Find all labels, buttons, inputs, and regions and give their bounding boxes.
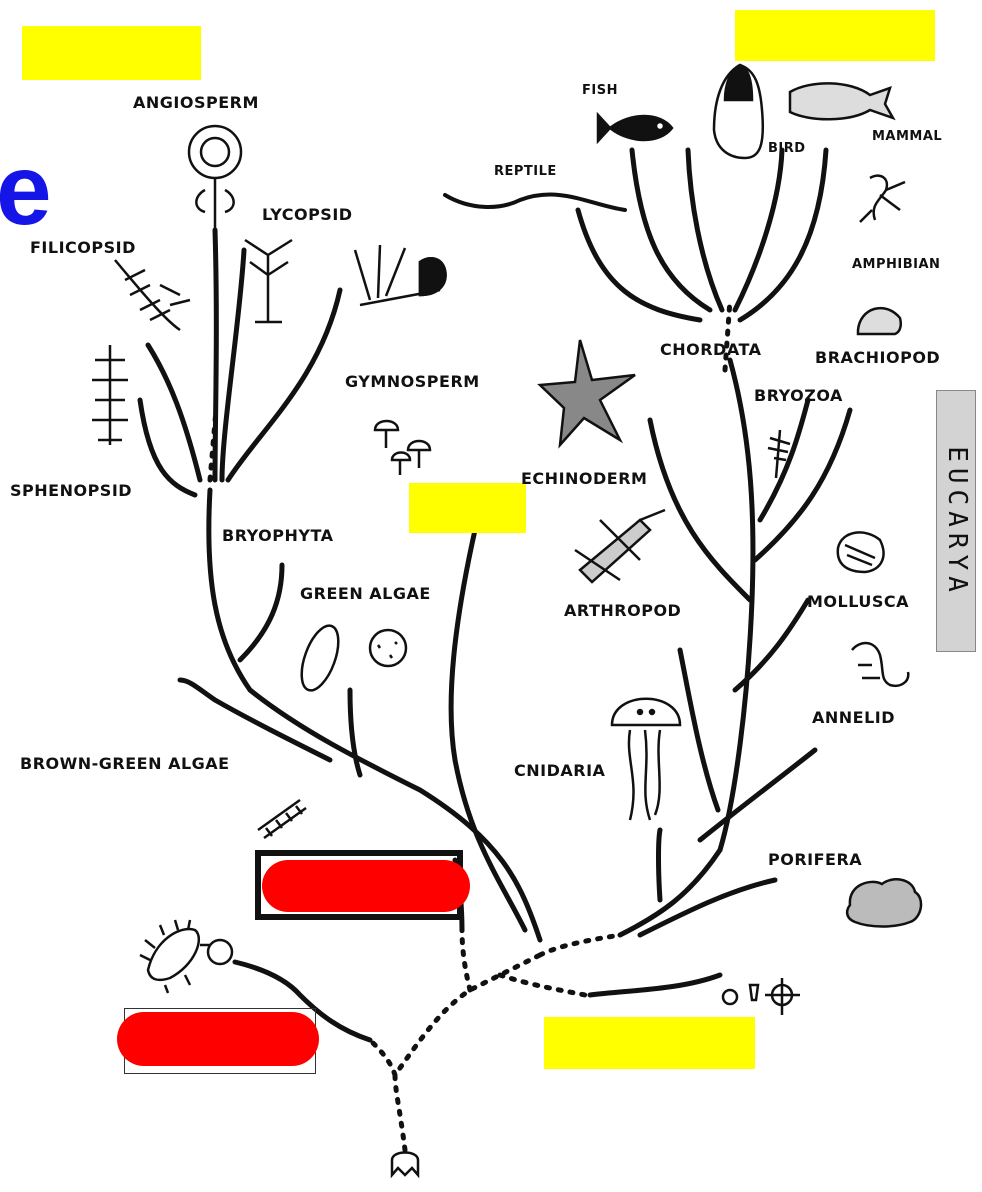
fish-icon (598, 115, 672, 141)
whale-icon (790, 83, 893, 119)
label-bird: BIRD (768, 142, 806, 155)
label-fish: FISH (582, 84, 618, 97)
mammal-branch (735, 150, 782, 310)
bird-branch (688, 150, 722, 310)
label-gymnosperm: GYMNOSPERM (345, 374, 480, 390)
label-cnidaria: CNIDARIA (514, 763, 605, 779)
label-annelid: ANNELID (812, 710, 895, 726)
root-dotted-right (540, 935, 620, 955)
red-redaction-upper (262, 860, 470, 912)
fern-icon (115, 260, 190, 330)
label-arthropod: ARTHROPOD (564, 603, 681, 619)
eucarya-domain-label: EUCARYA (936, 390, 976, 652)
yellow-highlight-top-left (22, 26, 201, 80)
label-chordata: CHORDATA (660, 342, 762, 358)
label-filicopsid: FILICOPSID (30, 240, 136, 256)
horsetail-icon (92, 345, 128, 445)
protist-icons (723, 978, 800, 1015)
green-algae-branch (350, 690, 360, 775)
lower-animal-branch (590, 975, 720, 995)
root-dotted-middle (462, 930, 470, 990)
root-ancestor-icon (392, 1153, 418, 1176)
animal-trunk (620, 360, 753, 935)
label-brachiopod: BRACHIOPOD (815, 350, 940, 366)
insect-icon (575, 510, 665, 582)
label-brown-green-algae: BROWN-GREEN ALGAE (20, 756, 230, 772)
label-echinoderm: ECHINODERM (521, 471, 647, 487)
frog-icon (860, 176, 905, 222)
label-porifera: PORIFERA (768, 852, 862, 868)
sponge-icon (847, 879, 921, 926)
amphibian-branch (740, 150, 826, 320)
big-blue-letter: e (0, 140, 52, 240)
ladder-microbe-icon (258, 800, 306, 838)
reptile-body (445, 195, 625, 210)
label-mollusca: MOLLUSCA (807, 594, 909, 610)
arthropod-branch (680, 650, 718, 810)
mushroom-icon (375, 421, 430, 475)
reptile-branch (578, 210, 700, 320)
eucarya-label-text: EUCARYA (937, 391, 977, 653)
label-reptile: REPTILE (494, 165, 557, 178)
brachiopod-branch (755, 410, 850, 560)
label-angiosperm: ANGIOSPERM (133, 95, 259, 111)
root-dotted-trunk (395, 955, 540, 1150)
bryophyta-branch (240, 565, 282, 660)
brachiopod-shell-icon (858, 308, 901, 334)
label-mammal: MAMMAL (872, 130, 942, 143)
starfish-icon (540, 340, 635, 445)
label-bryozoa: BRYOZOA (754, 388, 843, 404)
sphenopsid-branch (140, 400, 195, 495)
label-lycopsid: LYCOPSID (262, 207, 353, 223)
yellow-highlight-middle (409, 483, 526, 533)
sunflower-icon (189, 126, 241, 228)
lycopsid-branch (222, 250, 244, 480)
annelid-branch (700, 750, 815, 840)
penguin-icon (714, 65, 763, 158)
red-redaction-lower (117, 1012, 319, 1066)
worm-icon (852, 643, 908, 686)
gymnosperm-branch (228, 290, 340, 480)
root-dotted-lower (500, 975, 585, 995)
clam-icon (838, 532, 884, 572)
label-amphibian: AMPHIBIAN (852, 258, 940, 271)
label-bryophyta: BRYOPHYTA (222, 528, 334, 544)
conifer-icon (355, 245, 446, 305)
lycopsid-tree-icon (245, 240, 292, 322)
cnidaria-branch (659, 830, 661, 900)
bacterium-icon (140, 920, 232, 993)
yellow-highlight-bottom (544, 1017, 755, 1069)
green-algae-cell-icon (294, 621, 406, 695)
label-sphenopsid: SPHENOPSID (10, 483, 132, 499)
jellyfish-icon (612, 699, 680, 820)
yellow-highlight-top-right (735, 10, 935, 61)
label-green-algae: GREEN ALGAE (300, 586, 431, 602)
root-dotted-left (370, 1040, 395, 1075)
